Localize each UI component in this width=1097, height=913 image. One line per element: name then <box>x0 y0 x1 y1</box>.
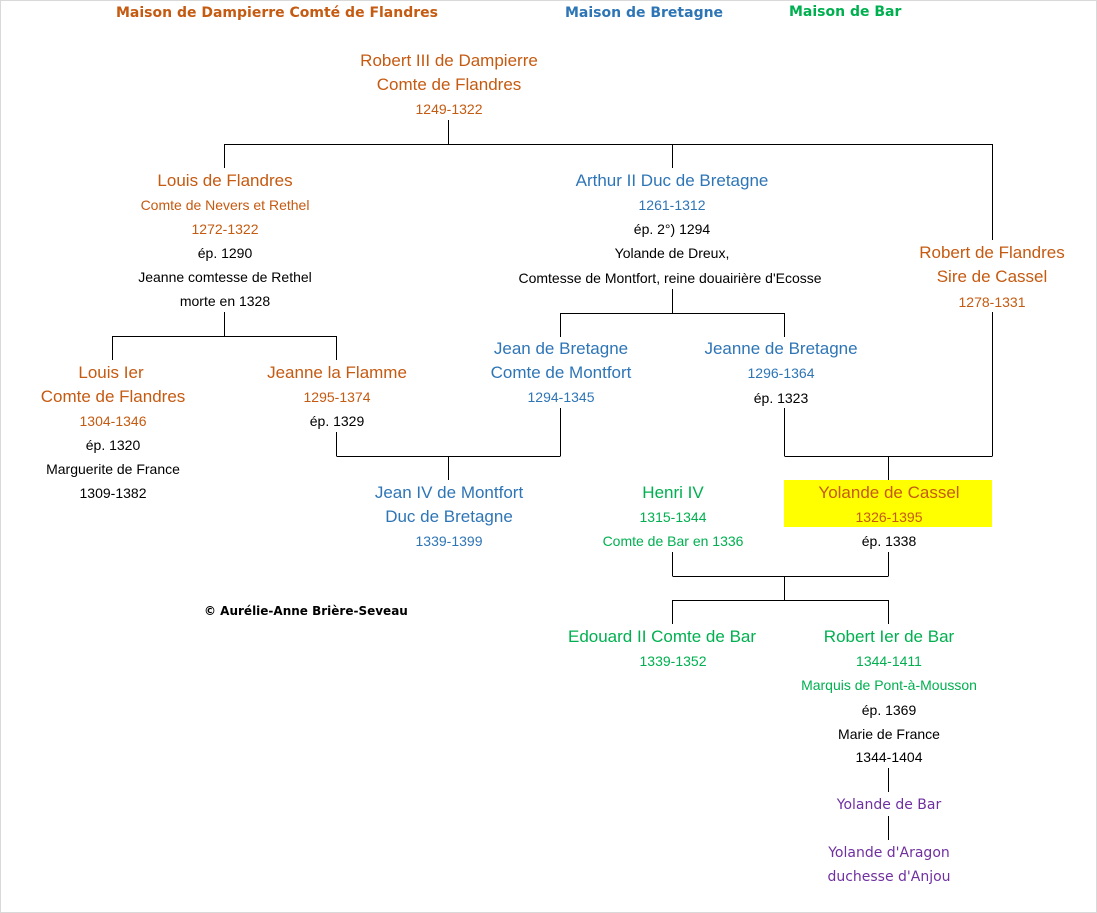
robert1-bar-spouse-dates: 1344-1404 <box>855 749 923 765</box>
robert3-name: Robert III de Dampierre <box>360 51 538 70</box>
copyright-notice: © Aurélie-Anne Brière-Seveau <box>204 604 408 618</box>
jean4-title: Duc de Bretagne <box>385 507 513 526</box>
louis-flandres-dates: 1272-1322 <box>191 221 259 237</box>
jeanne-bretagne-dates: 1296-1364 <box>747 365 815 381</box>
robert3-title: Comte de Flandres <box>376 75 522 94</box>
louis1-name: Louis Ier <box>78 363 144 382</box>
highlight-yolande-de-cassel <box>784 480 992 527</box>
jean-bretagne-dates: 1294-1345 <box>527 389 595 405</box>
robert-flandres-name: Robert de Flandres <box>919 243 1065 262</box>
louis1-marriage: ép. 1320 <box>85 437 141 453</box>
jeanne-bretagne-marriage: ép. 1323 <box>753 390 809 406</box>
arthur2-marriage: ép. 2°) 1294 <box>633 221 711 237</box>
robert3-dates: 1249-1322 <box>415 101 483 117</box>
henri4-dates: 1315-1344 <box>639 509 707 525</box>
legend-bretagne: Maison de Bretagne <box>565 5 724 21</box>
robert1-bar-dates: 1344-1411 <box>856 653 922 669</box>
louis1-dates: 1304-1346 <box>79 413 147 429</box>
louis1-title: Comte de Flandres <box>40 387 186 406</box>
robert1-bar-title: Marquis de Pont-à-Mousson <box>801 677 977 693</box>
henri4-title: Comte de Bar en 1336 <box>602 533 744 549</box>
arthur2-name: Arthur II Duc de Bretagne <box>575 171 769 190</box>
jeanne-flamme-dates: 1295-1374 <box>303 389 371 405</box>
edouard2-dates: 1339-1352 <box>639 653 707 669</box>
legend-bar: Maison de Bar <box>789 4 902 20</box>
yolande-bar-name: Yolande de Bar <box>836 797 942 813</box>
jeanne-flamme-name: Jeanne la Flamme <box>267 363 407 382</box>
yolande-aragon-name: Yolande d'Aragon <box>828 845 950 861</box>
louis-flandres-marriage: ép. 1290 <box>197 245 253 261</box>
yolande-aragon-title: duchesse d'Anjou <box>827 869 951 885</box>
robert1-bar-marriage: ép. 1369 <box>861 702 917 718</box>
jean4-name: Jean IV de Montfort <box>374 483 524 502</box>
yolande-cassel-name: Yolande de Cassel <box>818 483 960 502</box>
jean4-dates: 1339-1399 <box>415 533 483 549</box>
jeanne-flamme-marriage: ép. 1329 <box>309 413 365 429</box>
louis-flandres-name: Louis de Flandres <box>157 171 293 190</box>
arthur2-dates: 1261-1312 <box>638 197 706 213</box>
robert-flandres-dates: 1278-1331 <box>958 294 1026 310</box>
louis-flandres-spouse-death: morte en 1328 <box>179 293 271 309</box>
arthur2-spouse: Yolande de Dreux, <box>614 245 730 261</box>
louis-flandres-spouse: Jeanne comtesse de Rethel <box>138 269 312 285</box>
louis1-spouse-dates: 1309-1382 <box>79 485 147 501</box>
jean-bretagne-title: Comte de Montfort <box>490 363 632 382</box>
jeanne-bretagne-name: Jeanne de Bretagne <box>704 339 858 358</box>
legend-dampierre: Maison de Dampierre Comté de Flandres <box>116 5 438 21</box>
yolande-cassel-dates: 1326-1395 <box>855 509 923 525</box>
louis1-spouse: Marguerite de France <box>46 461 180 477</box>
robert1-bar-name: Robert Ier de Bar <box>823 627 955 646</box>
louis-flandres-title: Comte de Nevers et Rethel <box>140 197 310 213</box>
robert1-bar-spouse: Marie de France <box>838 726 940 742</box>
jean-bretagne-name: Jean de Bretagne <box>493 339 629 358</box>
robert-flandres-title: Sire de Cassel <box>936 267 1048 286</box>
edouard2-name: Edouard II Comte de Bar <box>567 627 757 646</box>
arthur2-spouse-title: Comtesse de Montfort, reine douairière d… <box>518 270 822 286</box>
yolande-cassel-marriage: ép. 1338 <box>861 533 917 549</box>
henri4-name: Henri IV <box>642 483 704 502</box>
